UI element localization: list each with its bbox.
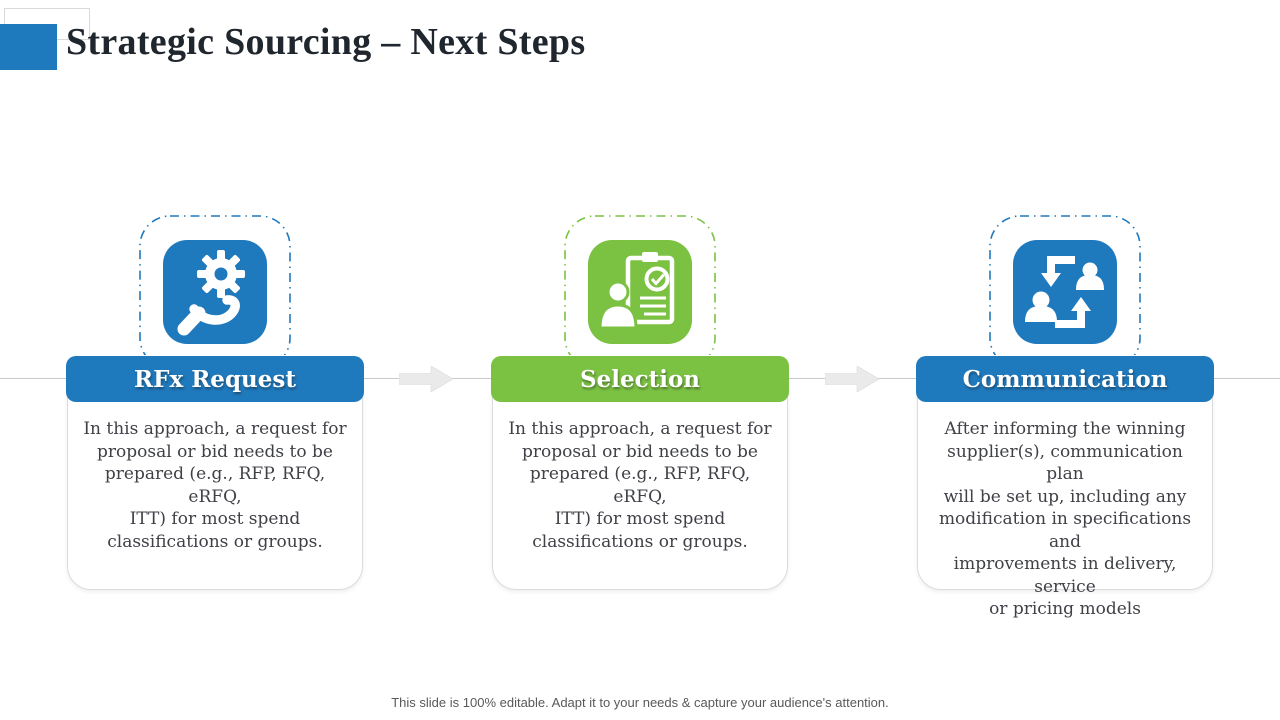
- page-title: Strategic Sourcing – Next Steps: [66, 21, 586, 63]
- step-header-bar: Communication: [916, 356, 1214, 402]
- person-checklist-icon: [598, 252, 675, 330]
- step-description: In this approach, a request for proposal…: [83, 419, 347, 552]
- flow-arrow-icon: [399, 366, 453, 392]
- step-label: Communication: [962, 365, 1168, 393]
- step-header-bar: Selection: [491, 356, 789, 402]
- step-description-card: In this approach, a request for proposal…: [67, 378, 363, 590]
- step-description: After informing the winning supplier(s),…: [938, 419, 1192, 619]
- communication-icon-tile: [1013, 240, 1117, 344]
- selection-icon-tile: [588, 240, 692, 344]
- flow-arrow-icon: [825, 366, 879, 392]
- step-description: In this approach, a request for proposal…: [508, 419, 772, 552]
- people-exchange-icon: [1025, 256, 1104, 328]
- step-label: Selection: [579, 365, 701, 393]
- step-header-bar: RFx Request: [66, 356, 364, 402]
- step-description-card: In this approach, a request for proposal…: [492, 378, 788, 590]
- dashed-frame: [989, 215, 1141, 355]
- dashed-frame: [139, 215, 291, 355]
- dashed-frame: [564, 215, 716, 355]
- step-card-communication: Communication After informing the winnin…: [916, 213, 1214, 619]
- step-card-selection: Selection In this approach, a request fo…: [491, 213, 789, 595]
- editable-note: This slide is 100% editable. Adapt it to…: [391, 695, 889, 710]
- rfx-icon-tile: [163, 240, 267, 344]
- step-card-rfx-request: RFx Request In this approach, a request …: [66, 213, 364, 595]
- step-label: RFx Request: [134, 365, 296, 393]
- corner-blue-rect: [0, 24, 57, 70]
- hand-gear-icon: [177, 250, 245, 336]
- step-description-card: After informing the winning supplier(s),…: [917, 378, 1213, 619]
